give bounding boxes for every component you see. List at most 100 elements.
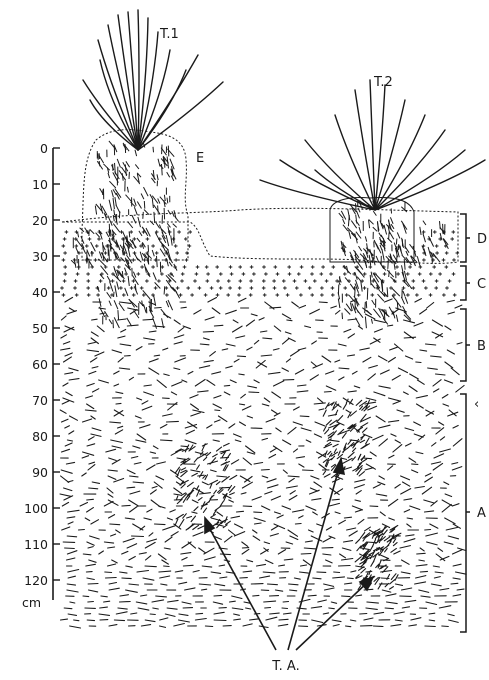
sand-dash [242,406,251,410]
root-strand [365,236,366,241]
sand-dash [149,359,158,362]
root-strand [423,233,426,242]
root-patch-dash [192,473,198,476]
sand-dash [271,526,278,530]
sand-dash [381,571,392,573]
sand-dash [451,368,459,375]
sand-dash [237,511,244,512]
c-horizon-cross [369,265,373,269]
sand-dash [65,426,70,428]
sand-dash [60,410,66,413]
c-horizon-cross [62,258,66,262]
sand-dash [219,565,225,566]
c-horizon-cross [160,272,164,276]
sand-dash [68,522,73,524]
c-horizon-cross [343,272,347,276]
root-strand [118,271,124,279]
sand-dash [147,465,156,470]
sand-dash [235,524,243,528]
root-strand [356,211,359,219]
root-strand [129,231,130,237]
sand-dash [283,440,291,445]
sand-dash [88,584,98,585]
c-horizon-cross [250,286,254,290]
sand-dash [61,470,72,473]
sand-dash [231,460,238,464]
sand-dash [144,385,151,386]
fine-sand-dashes [60,297,466,628]
sand-dash [240,404,245,405]
root-strand [135,150,137,156]
sand-dash [135,416,141,418]
c-horizon-cross [357,293,361,297]
horizon-label-sub: ‹ [474,397,479,412]
root-strand [135,164,139,169]
c-horizon-cross [85,244,89,248]
c-horizon-cross [445,265,449,269]
sand-dash [265,608,271,609]
sand-dash [425,473,431,476]
sand-dash [69,379,79,380]
grass-blade [138,10,139,150]
sand-dash [364,618,373,620]
root-strand [338,299,340,309]
sand-dash [89,462,95,464]
sand-dash [259,318,264,320]
sand-dash [122,551,128,554]
horizon-label-b: B [477,339,486,354]
root-patch-dash [383,530,387,535]
sand-dash [120,572,127,573]
sand-dash [363,458,372,459]
sand-dash [339,377,344,380]
depth-tick-50: 50 [32,321,48,336]
c-horizon-cross [274,265,278,269]
sand-dash [64,496,73,500]
sand-dash [87,620,94,621]
sand-dash [114,620,124,621]
root-strand [371,319,372,324]
root-strand [387,238,392,243]
sand-dash [232,608,243,610]
sand-dash [142,401,148,404]
c-horizon-cross [238,286,242,290]
sand-dash [264,542,269,544]
sand-dash [406,443,412,446]
c-horizon-cross [262,265,266,269]
sand-dash [295,370,303,375]
sand-dash [160,626,166,627]
sand-dash [422,487,431,494]
root-strand [153,170,154,179]
sand-dash [391,625,401,626]
c-horizon-cross [412,286,416,290]
sand-dash [433,566,439,567]
sand-dash [160,425,167,429]
root-patch-dash [216,482,220,485]
sand-dash [155,524,166,525]
sand-dash [279,565,285,566]
sand-dash [241,394,246,398]
c-horizon-cross [188,230,192,234]
sand-dash [425,626,435,627]
sand-dash [318,600,327,602]
sand-dash [276,428,281,432]
depth-tick-0: 0 [40,141,48,156]
sand-dash [254,518,265,521]
sand-dash [268,485,279,488]
c-horizon-cross [272,279,276,283]
c-horizon-cross [190,293,194,297]
c-horizon-cross [122,293,126,297]
root-patch-dash [171,452,178,456]
sand-dash [289,584,298,585]
root-patch-dash [324,426,327,431]
sand-dash [91,358,97,362]
sand-dash [453,426,458,429]
sand-dash [125,518,134,519]
root-strand [113,198,114,209]
sand-dash [68,576,75,578]
grass-tufts [83,10,485,210]
sand-dash [230,380,236,383]
root-strand [162,164,163,175]
sand-dash [294,407,300,410]
root-strand [443,224,444,234]
sand-dash [214,612,224,614]
